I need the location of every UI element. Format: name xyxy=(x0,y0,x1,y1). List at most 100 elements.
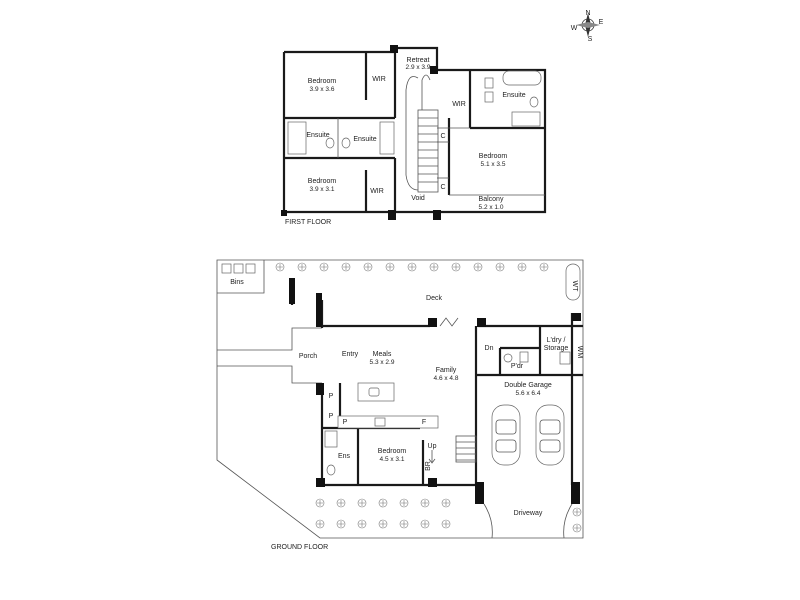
basin-icon xyxy=(484,77,494,89)
shower-icon xyxy=(379,121,395,155)
room-label-pantry: P xyxy=(329,413,334,420)
room-label-wir: WIR xyxy=(452,101,466,108)
tree-icon-detail xyxy=(574,525,580,531)
tree-icon-detail xyxy=(380,521,386,527)
first-floor-caption: FIRST FLOOR xyxy=(285,219,331,226)
kitchen-bench xyxy=(337,415,439,429)
tree-icon-detail xyxy=(401,521,407,527)
tree-icon-detail xyxy=(409,264,415,270)
room-label-family: Family xyxy=(436,367,457,374)
room-label-water-tank: WT xyxy=(571,281,578,293)
room-label-double-garage: Double Garage xyxy=(504,382,552,389)
tree-icon-detail xyxy=(338,500,344,506)
room-label-retreat: Retreat xyxy=(407,57,430,64)
room-size: 4.5 x 3.1 xyxy=(380,456,405,463)
compass-north: N xyxy=(585,10,590,17)
tree-icon-detail xyxy=(443,500,449,506)
bin-icon xyxy=(233,263,244,274)
room-label-laundry: L'dry / xyxy=(547,337,566,344)
room-label-ensuite: Ens xyxy=(338,453,351,460)
room-size: 2.9 x 3.9 xyxy=(406,64,431,71)
tree-icon-detail xyxy=(387,264,393,270)
bin-icon xyxy=(221,263,232,274)
tree-icon-detail xyxy=(343,264,349,270)
bathtub-icon xyxy=(502,70,542,86)
compass-east: E xyxy=(599,19,604,26)
room-label-balcony: Balcony xyxy=(479,196,504,203)
room-label-bedroom: Bedroom xyxy=(479,153,508,160)
tree-icon-detail xyxy=(541,264,547,270)
sink-icon xyxy=(368,387,380,397)
room-label-storage: Storage xyxy=(544,345,569,352)
room-size: 5.1 x 3.5 xyxy=(481,161,506,168)
void-balustrade xyxy=(405,76,419,191)
compass-south: S xyxy=(588,36,593,43)
first-floor-plan: Bedroom 3.9 x 3.6 WIR Retreat 2.9 x 3.9 … xyxy=(281,45,547,226)
tree-icon-detail xyxy=(422,521,428,527)
tree-icon-detail xyxy=(359,521,365,527)
room-label-bedroom: Bedroom xyxy=(308,178,337,185)
room-label-wir: WIR xyxy=(370,188,384,195)
tree-icon-detail xyxy=(443,521,449,527)
room-label-wir: WIR xyxy=(372,76,386,83)
cooktop-icon xyxy=(374,417,386,427)
tree-icon-detail xyxy=(359,500,365,506)
room-size: 4.6 x 4.8 xyxy=(434,375,459,382)
room-label-fridge: F xyxy=(422,419,426,426)
landscaping-trees xyxy=(275,262,582,533)
room-label-ensuite: Ensuite xyxy=(306,132,329,139)
room-label-porch: Porch xyxy=(299,353,317,360)
room-label-ensuite: Ensuite xyxy=(502,92,525,99)
tree-icon-detail xyxy=(338,521,344,527)
room-label-entry: Entry xyxy=(342,351,359,358)
room-label-cupboard: C xyxy=(440,184,445,191)
room-label-bedroom: Bedroom xyxy=(308,78,337,85)
car-icon xyxy=(491,404,521,466)
room-label-bins: Bins xyxy=(230,279,244,286)
car-icon xyxy=(535,404,565,466)
tree-icon-detail xyxy=(380,500,386,506)
room-label-up: Up xyxy=(428,443,437,450)
room-label-bedroom: Bedroom xyxy=(378,448,407,455)
tree-icon-detail xyxy=(277,264,283,270)
tree-icon-detail xyxy=(475,264,481,270)
toilet-icon xyxy=(529,96,539,108)
ground-floor-caption: GROUND FLOOR xyxy=(271,544,328,551)
toilet-icon xyxy=(503,353,513,363)
room-label-meals: Meals xyxy=(373,351,392,358)
room-label-down: Dn xyxy=(485,345,494,352)
basin-icon xyxy=(519,351,529,363)
shower-icon xyxy=(287,121,307,155)
water-tank-icon xyxy=(565,263,581,301)
room-label-powder: P'dr xyxy=(511,363,524,370)
site-boundary xyxy=(216,259,584,539)
tree-icon-detail xyxy=(422,500,428,506)
compass-west: W xyxy=(571,25,578,32)
room-size: 3.9 x 3.1 xyxy=(310,186,335,193)
room-label-pantry: P xyxy=(329,393,334,400)
tree-icon-detail xyxy=(497,264,503,270)
room-label-br: BR xyxy=(425,461,432,471)
toilet-icon xyxy=(325,137,335,149)
shower-icon xyxy=(511,111,541,127)
room-size: 5.6 x 6.4 xyxy=(516,390,541,397)
toilet-icon xyxy=(326,464,336,476)
bin-icon xyxy=(245,263,256,274)
room-label-driveway: Driveway xyxy=(514,510,543,517)
toilet-icon xyxy=(341,137,351,149)
room-label-ensuite: Ensuite xyxy=(353,136,376,143)
shower-icon xyxy=(324,430,338,448)
tree-icon-detail xyxy=(401,500,407,506)
tree-icon-detail xyxy=(321,264,327,270)
laundry-tub-icon xyxy=(559,351,571,365)
tree-icon-detail xyxy=(453,264,459,270)
ground-floor-plan: Bins Deck WT L'dry / Storage Dn WM P'dr … xyxy=(216,259,584,551)
room-size: 5.3 x 2.9 xyxy=(370,359,395,366)
tree-icon-detail xyxy=(431,264,437,270)
void-balustrade-inner xyxy=(421,74,431,110)
room-size: 5.2 x 1.0 xyxy=(479,204,504,211)
room-label-cupboard: C xyxy=(440,133,445,140)
tree-icon-detail xyxy=(365,264,371,270)
basin-icon xyxy=(484,91,494,103)
